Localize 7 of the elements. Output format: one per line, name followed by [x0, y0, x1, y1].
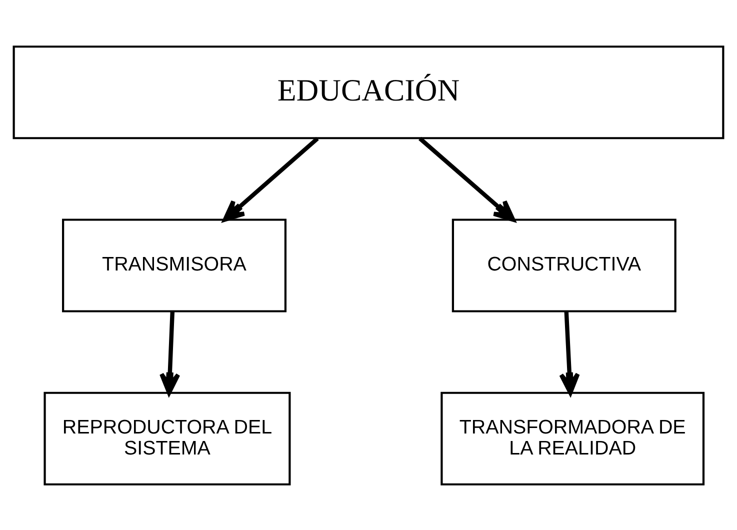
node-box: TRANSFORMADORA DE LA REALIDAD: [440, 391, 705, 485]
node-box: TRANSMISORA: [62, 218, 286, 312]
arrow: [222, 136, 319, 222]
node-box: EDUCACIÓN: [12, 45, 724, 139]
node-box: REPRODUCTORA DEL SISTEMA: [44, 391, 291, 485]
node-box: CONSTRUCTIVA: [452, 218, 676, 312]
arrow: [418, 136, 516, 222]
